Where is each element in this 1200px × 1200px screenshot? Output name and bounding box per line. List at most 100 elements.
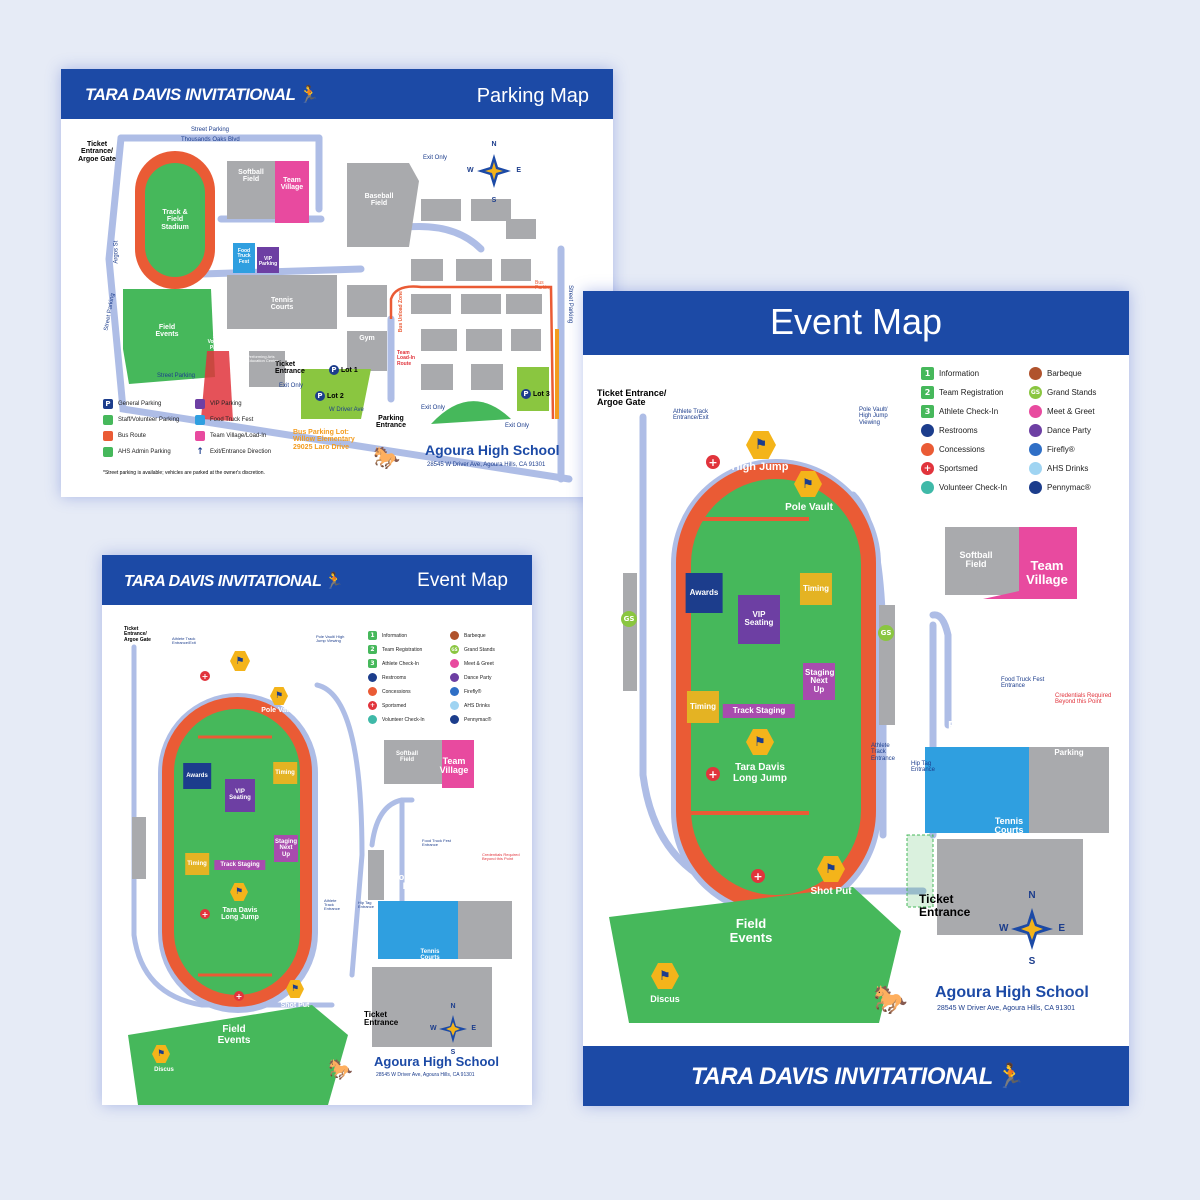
softball-field-label: Softball Field <box>238 169 264 184</box>
credentials-label: Credentials Required Beyond this Point <box>482 852 520 862</box>
parking-map-drawing <box>105 134 573 483</box>
discus-label: Discus <box>650 994 680 1004</box>
legend-item: Firefly® <box>1029 443 1075 456</box>
exit-only-label: Exit Only <box>279 383 304 389</box>
vip-seating-sign: VIP Seating <box>738 595 780 644</box>
hip-tag-label: Hip Tag Entrance <box>911 761 936 774</box>
discus-icon: ⚑ <box>152 1045 170 1063</box>
legend-item: AHS Drinks <box>1029 462 1088 475</box>
mustang-logo-icon: 🐎 <box>373 445 401 470</box>
vip-parking-label: VIP Parking <box>1054 740 1084 758</box>
team-village-label: Team Village <box>280 177 304 192</box>
long-jump-icon: ⚑ <box>746 729 774 755</box>
legend-item: Staff/Volunteer Parking <box>103 415 179 425</box>
pole-vault-icon: ⚑ <box>270 687 288 705</box>
legend-item: +Sportsmed <box>921 462 978 475</box>
bus-parking-label: Bus Parking <box>535 280 552 292</box>
legend-item: Volunteer Check-In <box>921 481 1007 494</box>
high-jump-label: High Jump <box>221 675 259 682</box>
team-village-label: Team Village <box>439 756 469 776</box>
parking-map-header: TARA DAVIS INVITATIONAL🏃 Parking Map <box>61 69 613 119</box>
field-events-label: Field Events <box>729 916 773 945</box>
compass: N W E S <box>999 890 1065 967</box>
compass-rose-icon <box>1011 908 1053 950</box>
timing-sign: Timing <box>273 762 297 785</box>
street-parking-label: Street Parking <box>191 127 230 133</box>
gym-label: Gym <box>359 335 375 342</box>
athlete-entrance-label: Athlete Track Entrance/Exit <box>172 636 196 646</box>
mustang-logo-icon: 🐎 <box>328 1059 353 1081</box>
pole-vault-icon: ⚑ <box>794 471 822 497</box>
grand-stands-icon: GS <box>878 625 894 641</box>
legend-item: Barbeque <box>450 631 486 640</box>
track-staging-sign: Track Staging <box>722 704 796 719</box>
legend-item: VIP Parking <box>195 399 242 409</box>
compass: N W E S <box>430 1003 476 1056</box>
tennis-courts-label: Tennis Courts <box>994 816 1024 836</box>
event-map-header: Event Map <box>583 291 1129 355</box>
mustang-logo-icon: 🐎 <box>873 984 908 1015</box>
high-jump-label: High Jump <box>731 461 789 473</box>
sportsmed-icon: + <box>200 909 210 919</box>
ticket-entrance-label: Ticket Entrance <box>364 1010 399 1028</box>
page-title: Event Map <box>769 301 943 342</box>
pole-vault-label: Pole Vault <box>785 502 833 513</box>
legend-item: Meet & Greet <box>1029 405 1095 418</box>
ticket-entrance-label: Ticket Entrance/ Argoe Gate <box>78 141 116 163</box>
event-map-footer: TARA DAVIS INVITATIONAL🏃 <box>583 1046 1129 1106</box>
legend-item: Dance Party <box>450 673 492 682</box>
food-truck-label: Food Truck Fest <box>947 718 1019 747</box>
baseball-field-label: Baseball Field <box>364 193 394 208</box>
legend-item: Pennymac® <box>450 715 491 724</box>
track-staging-sign: Track Staging <box>214 860 266 871</box>
tennis-courts-label: Tennis Courts <box>270 297 294 312</box>
sportsmed-icon: + <box>706 455 720 469</box>
parking-icon: P <box>315 391 325 401</box>
softball-field-label: Softball Field <box>396 751 418 764</box>
lot2-label: Lot 2 <box>327 393 344 400</box>
grand-stands-icon: GS <box>621 611 637 627</box>
long-jump-label: Tara Davis Long Jump <box>733 762 787 784</box>
footnote: *Street parking is available; vehicles a… <box>103 470 265 476</box>
shot-put-icon: ⚑ <box>817 856 845 882</box>
vip-parking-label: VIP Parking <box>466 889 489 902</box>
street-parking-label: Street Parking <box>567 285 574 324</box>
argos-st-label: Argos St <box>113 240 120 264</box>
parking-icon: P <box>521 389 531 399</box>
exit-only-label: Exit Only <box>421 405 446 411</box>
sportsmed-icon: + <box>200 671 210 681</box>
legend-item: AHS Drinks <box>450 701 490 710</box>
staging-next-sign: Staging Next Up <box>274 835 298 862</box>
legend-item: Bus Route <box>103 431 146 441</box>
food-truck-entrance-label: Food Truck Fest Entrance <box>422 838 451 848</box>
credentials-label: Credentials Required Beyond this Point <box>1055 693 1112 706</box>
softball-field-label: Softball Field <box>959 550 993 570</box>
brand-logo: TARA DAVIS INVITATIONAL🏃 <box>85 85 320 104</box>
athlete-track-label: Athlete Track Entrance <box>324 898 341 912</box>
legend-item: Concessions <box>921 443 985 456</box>
legend-item: Volunteer Check-In <box>368 715 425 724</box>
parking-entrance-label: Parking Entrance <box>376 415 406 430</box>
awards-sign: Awards <box>685 573 723 614</box>
sportsmed-icon: + <box>234 991 244 1001</box>
vip-seating-sign: VIP Seating <box>225 779 255 812</box>
pole-vault-label: Pole Vault <box>261 707 295 714</box>
legend-item: Team Village/Load-In <box>195 431 266 441</box>
driver-ave-label: W Driver Ave <box>329 407 364 413</box>
legend-item: Firefly® <box>450 687 481 696</box>
page-title: Parking Map <box>476 85 589 107</box>
staff-parking-label: Staff/ Volunteer Parking <box>207 334 231 351</box>
page-title: Event Map <box>417 570 508 591</box>
long-jump-icon: ⚑ <box>230 883 248 901</box>
sportsmed-icon: + <box>751 869 765 883</box>
